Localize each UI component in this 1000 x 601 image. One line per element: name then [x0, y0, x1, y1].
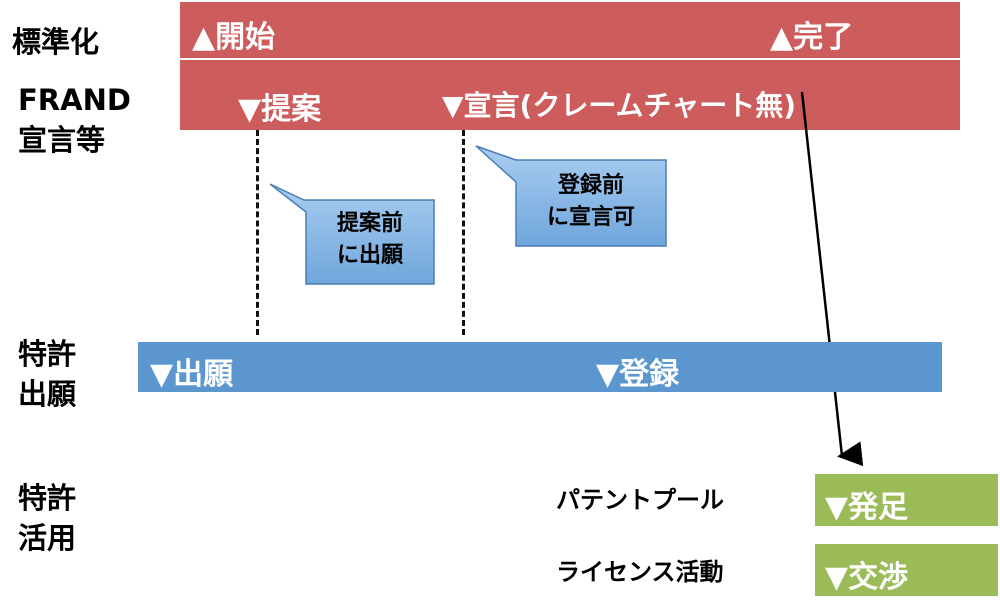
- frand-declaration-marker: ▼宣言(クレームチャート無): [442, 89, 797, 122]
- callout-before-registration: [475, 145, 667, 247]
- proposal-dashed-line: [256, 130, 259, 335]
- declaration-dashed-line: [462, 130, 465, 335]
- standardization-complete-marker: ▲完了: [770, 20, 854, 55]
- completion-to-launch-arrow: [800, 91, 864, 467]
- licensing-label: ライセンス活動: [556, 558, 724, 586]
- pool-launch-band: ▼発足: [815, 474, 998, 526]
- standardization-start-marker: ▲開始: [192, 20, 276, 55]
- standardization-band: ▲開始 ▲完了: [180, 2, 960, 58]
- row-label-frand: FRAND 宣言等: [18, 83, 131, 157]
- frand-band: ▼提案 ▼宣言(クレームチャート無): [180, 60, 960, 130]
- patent-filing-marker: ▼出願: [150, 357, 234, 392]
- patent-filing-band: ▼出願 ▼登録: [138, 342, 942, 392]
- callout-text-before-registration: 登録前 に宣言可: [546, 173, 635, 230]
- callout-text-before-proposal: 提案前 に出願: [336, 211, 403, 268]
- negotiation-band: ▼交渉: [815, 544, 998, 596]
- frand-proposal-marker: ▼提案: [238, 92, 322, 127]
- row-label-patent-use: 特許 活用: [18, 481, 77, 555]
- pool-launch-marker: ▼発足: [825, 490, 909, 525]
- patent-registration-marker: ▼登録: [596, 357, 680, 392]
- patent-pool-label: パテントプール: [556, 486, 724, 514]
- row-label-standardization: 標準化: [12, 25, 100, 59]
- negotiation-marker: ▼交渉: [825, 560, 909, 595]
- callout-before-proposal: [269, 183, 435, 285]
- row-label-patent-filing: 特許 出願: [18, 337, 77, 411]
